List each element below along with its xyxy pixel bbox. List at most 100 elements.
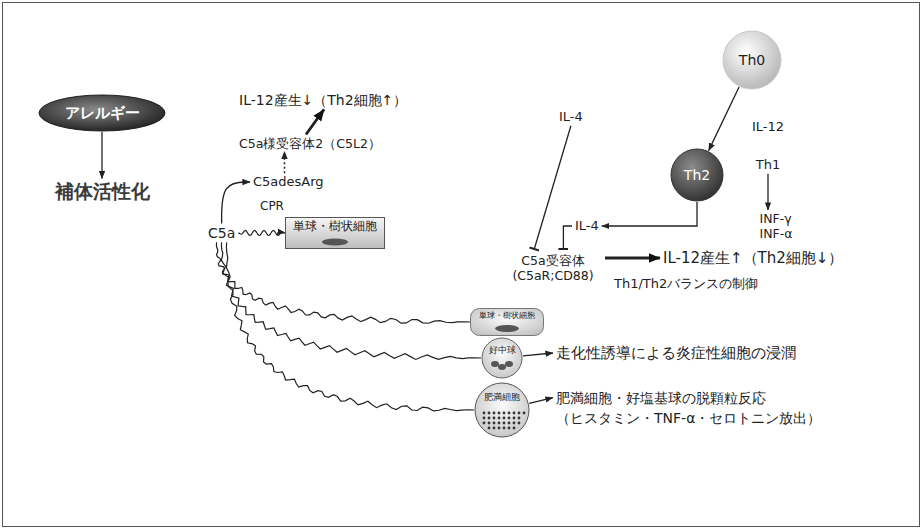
cell-granule [493,422,496,425]
cell-granule [513,422,516,425]
cell-nucleus [505,361,513,367]
node-text: 走化性誘導による炎症性細胞の浸潤 [556,344,796,362]
cell-granule [483,422,486,425]
cell-granule [498,427,501,430]
cell-shape [475,383,529,437]
cell-granule [508,417,511,420]
arrow-connector [523,353,553,356]
node-text: 肥満細胞・好塩基球の脱顆粒反応 [556,388,766,408]
inhibit-connector [563,226,572,249]
node-text: アレルギー [65,104,140,122]
cell-shape [471,309,544,336]
arrow-connector [222,182,250,224]
node-text: Th0 [739,52,765,69]
effect-text: 走化性誘導による炎症性細胞の浸潤 [553,343,799,363]
cell-granule [498,412,501,415]
cell-granule [523,412,526,415]
cell-granule [488,427,491,430]
arrow-connector [101,132,102,179]
enzyme-label: CPR [258,198,286,214]
c5adesarg-text: C5adesArg [250,173,327,191]
node-text: Th1 [756,157,780,173]
cell-box: 単球・樹状細胞 [285,217,385,249]
complement-text: 補体活性化 [52,179,153,204]
cell-granule [503,422,506,425]
cytokine-text: IL-12 [749,118,787,136]
arrow-connector [284,152,286,174]
node-text: 肥満細胞 [484,392,520,402]
cell-granule [513,412,516,415]
cell-nucleus [491,361,499,367]
note-label: Th1/Th2バランスの制御 [612,275,760,293]
il12-up-text: IL-12産生↑（Th2細胞↓） [660,248,846,268]
cell-granule [483,412,486,415]
node-text: Th2 [684,167,710,184]
arrow-connector [767,174,768,210]
cytokine-text: IL-4 [556,108,586,126]
cell-granule [503,412,506,415]
node-text: C5adesArg [253,174,324,190]
th0-circle: Th0 [722,30,782,90]
node-text: IL-4 [575,218,599,234]
cytokine-text: INF-γINF-α [757,210,796,242]
allergy-ellipse: アレルギー [38,94,166,132]
node-text: C5a様受容体2（C5L2） [239,136,381,151]
ellipse-shape [39,95,165,131]
circle-shape [671,149,723,201]
node-text: 補体活性化 [55,180,150,203]
cell-granule [498,417,501,420]
neutrophil-cell-outline [481,337,523,379]
node-text: C5a [208,225,235,242]
arrow-connector [529,398,553,404]
cell-granule [503,417,506,420]
cell-granule [483,417,486,420]
th2-circle: Th2 [670,148,724,202]
neutrophil-cell: 好中球 [481,337,523,379]
receptor-text: C5a受容体 (C5aR;CD88) [501,252,605,284]
effect-text: 肥満細胞・好塩基球の脱顆粒反応（ヒスタミン・TNF-α・セロトニン放出） [553,387,824,430]
wavy-connector [226,242,474,411]
arrow-connector [709,87,739,151]
node-text: IL-12産生↑（Th2細胞↓） [663,249,843,267]
circle-shape [723,31,781,89]
monocyte-cell: 単球・樹状細胞 [470,308,544,336]
cell-granule [518,417,521,420]
node-text: 単球・樹状細胞 [293,220,377,234]
node-text: （ヒスタミン・TNF-α・セロトニン放出） [556,408,821,428]
cell-shape [482,338,522,378]
arrow-connector [306,109,324,134]
c5a-text: C5a [205,224,238,243]
arrow-connector [605,257,660,260]
inhibit-connector [534,126,571,249]
cell-nucleus [498,364,506,370]
mast-cell-outline [474,382,530,438]
wavy-connector [221,242,481,359]
cell-granule [488,422,491,425]
cell-text: Th1 [753,156,783,174]
frame-border [3,3,920,527]
wavy-connector [238,230,285,235]
cell-nucleus [322,239,348,246]
node-text: 好中球 [489,345,516,355]
mast-cell: 肥満細胞 [474,382,530,438]
arrow-connector [602,202,697,226]
node-text: INF-α [760,226,793,241]
cell-granule [498,422,501,425]
node-text: IL-12産生↓（Th2細胞↑） [239,92,407,109]
cell-granule [508,422,511,425]
node-text: C5a受容体 (C5aR;CD88) [504,253,602,283]
cell-granule [493,417,496,420]
box-shape [286,218,385,249]
node-text: 単球・樹状細胞 [479,311,535,321]
cell-granule [513,417,516,420]
cell-granule [508,412,511,415]
node-text: IL-4 [559,109,583,125]
wavy-connector [216,242,470,323]
cell-granule [488,412,491,415]
cell-granule [488,417,491,420]
cell-granule [513,427,516,430]
cell-granule [493,427,496,430]
cell-granule [508,427,511,430]
il12-down-text: IL-12産生↓（Th2細胞↑） [236,91,410,110]
